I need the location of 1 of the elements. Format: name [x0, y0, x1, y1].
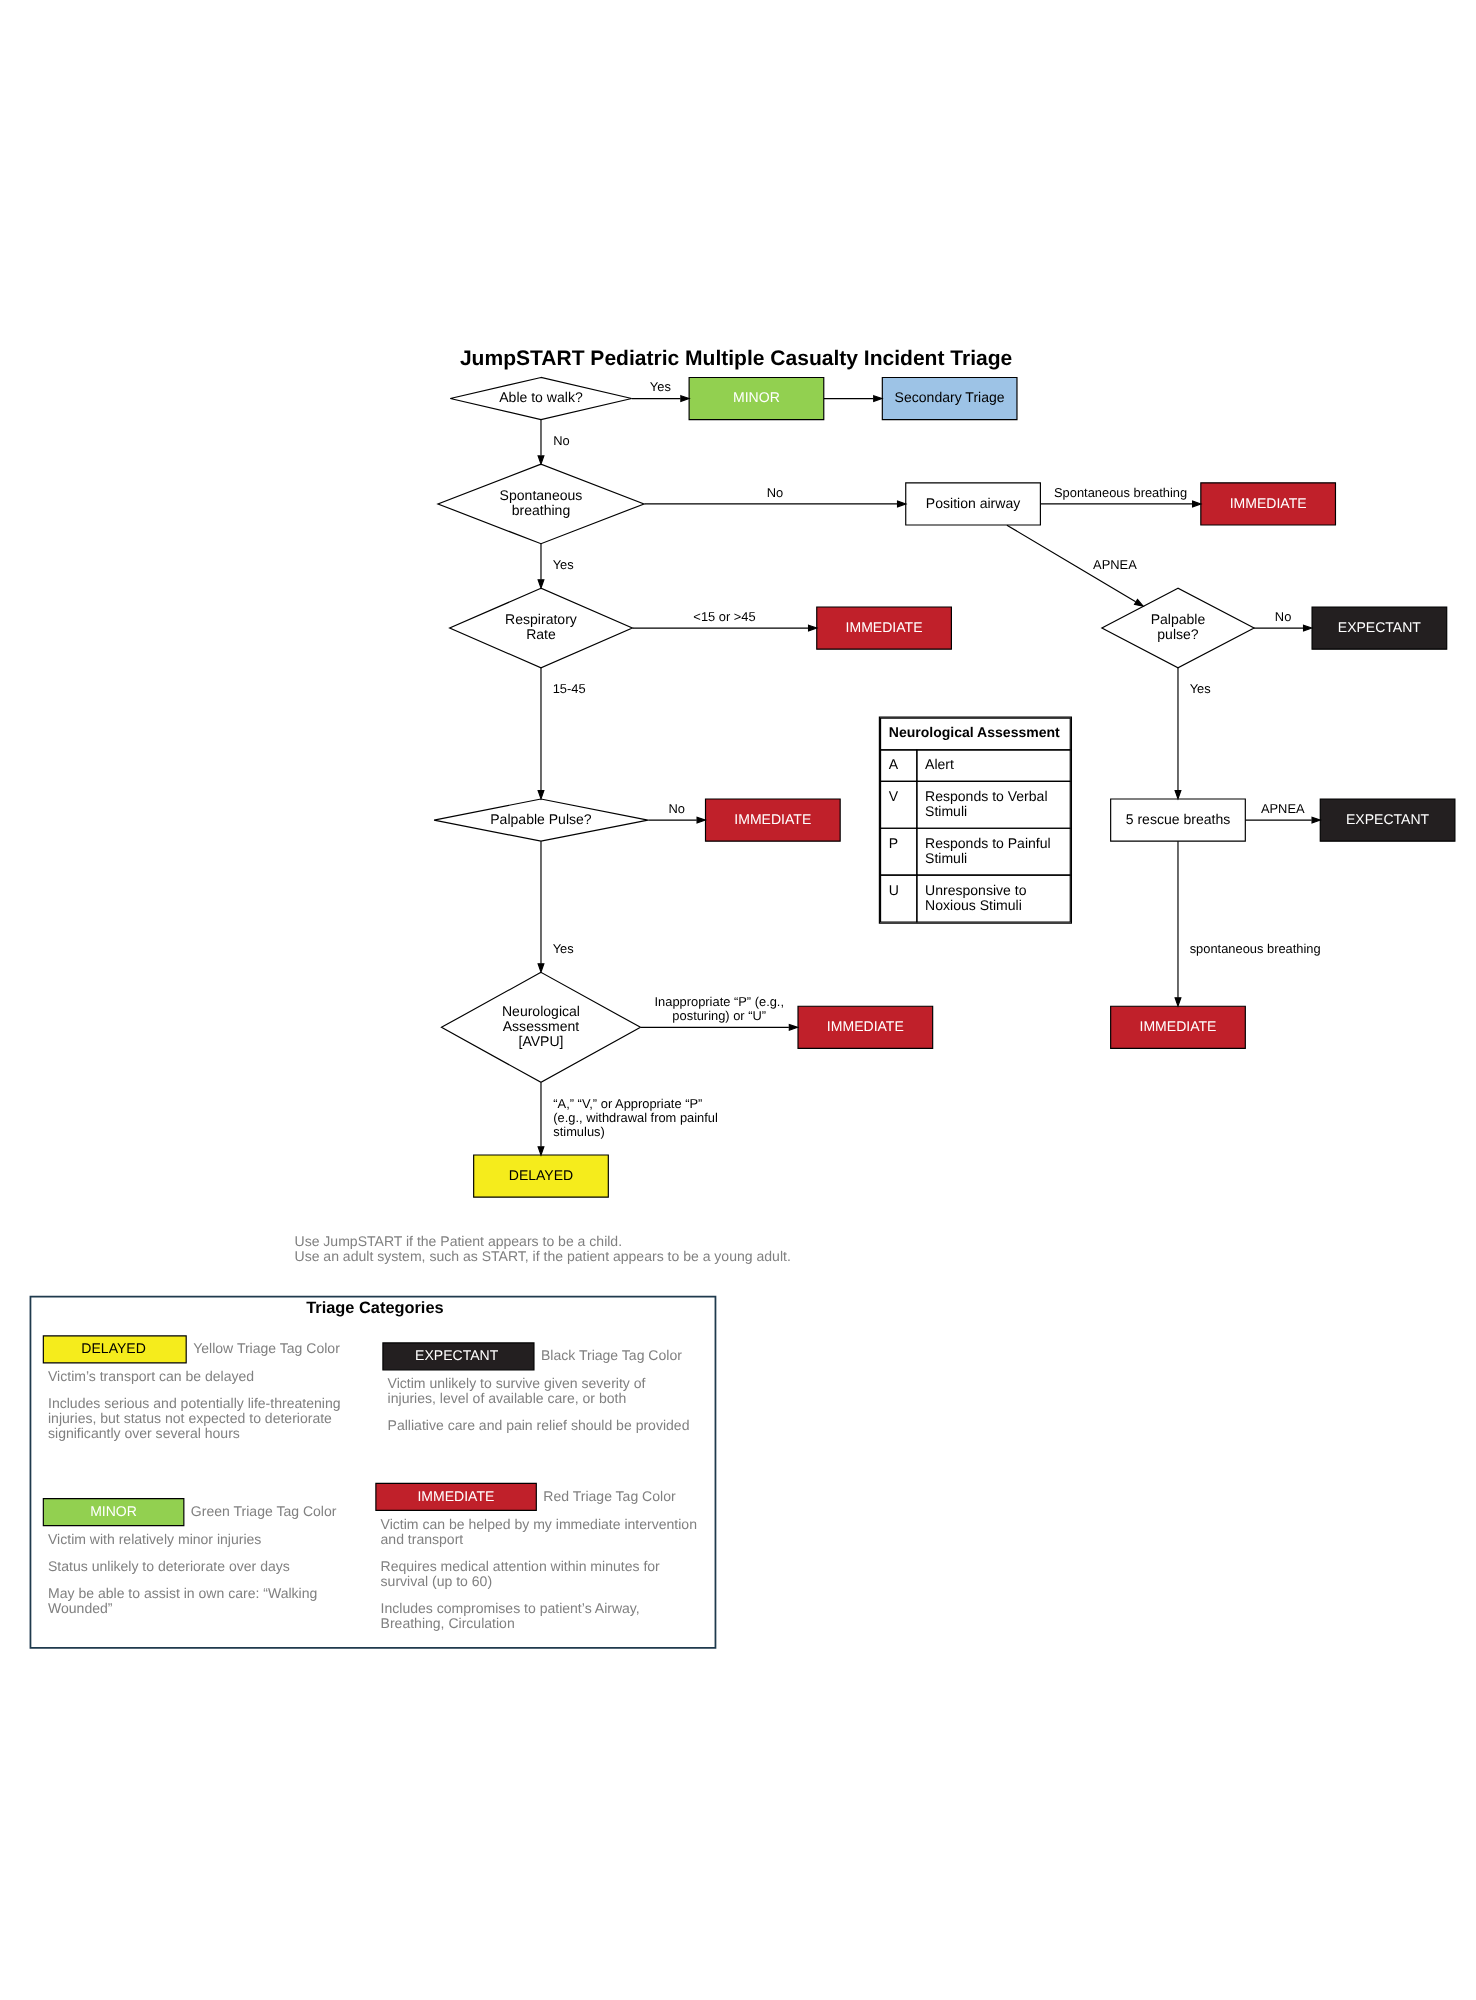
diagram-title: JumpSTART Pediatric Multiple Casualty Incident Triage [459, 346, 1013, 371]
